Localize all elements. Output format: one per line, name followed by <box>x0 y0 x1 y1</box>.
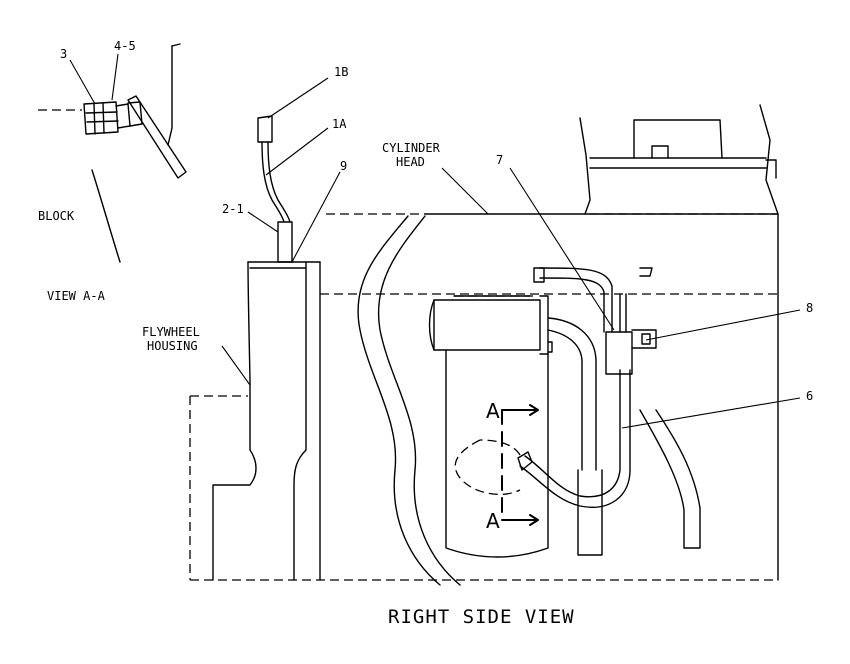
section-arrow-top <box>501 404 539 416</box>
filter-head-bolt <box>547 341 553 353</box>
leader-flywheel-housing <box>221 345 251 386</box>
speed-sensor-body <box>277 221 293 263</box>
pressure-switch-block <box>605 331 633 375</box>
switch-stem <box>619 293 627 333</box>
fitting-sleeve <box>127 101 143 127</box>
fitting-body <box>83 101 119 135</box>
filter-head-flange <box>539 295 549 355</box>
wire-loop-inner <box>539 277 605 333</box>
cylinder-head-label-1: CYLINDER <box>382 141 441 155</box>
block-edge-right <box>167 45 173 146</box>
block-edge-lower <box>91 169 121 263</box>
flywheel-housing-wall <box>293 261 307 581</box>
oil-line-6-inner <box>519 369 631 508</box>
section-arrow-bottom <box>501 514 539 526</box>
part-label-7: 7 <box>496 153 503 167</box>
fitting-threads <box>85 102 119 135</box>
block-edge-top <box>171 43 181 47</box>
harness-wire-outer <box>261 141 285 223</box>
valve-cover-tab <box>651 145 669 159</box>
section-marker-bottom: A <box>486 509 500 533</box>
cylinder-head-label-2: HEAD <box>396 155 425 169</box>
part-label-1b: 1B <box>334 65 348 79</box>
sensor-connector-8 <box>631 329 657 349</box>
oil-line-6-outer <box>524 369 621 498</box>
leader-6 <box>621 397 801 429</box>
wire-clip <box>533 267 545 283</box>
view-aa-group: 3 4-5 BLOCK VIEW A-A <box>38 39 187 303</box>
filter-hidden-outline <box>454 439 521 495</box>
wire-loop-outer <box>539 267 613 333</box>
leader-1b <box>267 77 329 119</box>
view-aa-caption: VIEW A-A <box>47 289 106 303</box>
part-label-8: 8 <box>806 301 813 315</box>
leader-2-1 <box>247 211 279 233</box>
leader-9 <box>291 171 341 263</box>
filter-head-left-cap <box>428 299 435 351</box>
section-marker-top: A <box>486 399 500 423</box>
support-bracket <box>639 409 701 549</box>
valve-cover-break-left <box>579 117 591 215</box>
right-side-view-group: 1B 1A 9 2-1 CYLINDER HEAD FLYWHEEL HOUSI… <box>142 65 813 628</box>
part-label-1a: 1A <box>332 117 347 131</box>
part-label-9: 9 <box>340 159 347 173</box>
leader-3 <box>69 59 96 105</box>
harness-connector <box>257 115 273 143</box>
view-title: RIGHT SIDE VIEW <box>388 606 575 628</box>
flywheel-housing-left <box>212 261 257 581</box>
oil-line-elbow <box>517 451 533 471</box>
connector-latch <box>641 333 651 345</box>
filter-head <box>433 299 541 351</box>
leader-8 <box>645 309 801 341</box>
block-label: BLOCK <box>38 209 75 223</box>
part-label-6: 6 <box>806 389 813 403</box>
fitting-nut <box>115 103 131 129</box>
part-label-4-5: 4-5 <box>114 39 136 53</box>
leader-1a <box>265 127 329 176</box>
valve-cover-corner <box>765 159 777 179</box>
break-line-outer <box>357 215 441 586</box>
oil-filter-canister <box>445 349 549 558</box>
leader-cylinder-head <box>441 167 489 215</box>
valve-cover-cap <box>633 119 723 159</box>
flywheel-housing-dashed <box>189 395 248 580</box>
flywheel-housing-label-2: HOUSING <box>147 339 198 353</box>
leader-4-5 <box>111 53 119 101</box>
block-tube <box>127 95 187 179</box>
flywheel-housing-label-1: FLYWHEEL <box>142 325 200 339</box>
break-line-inner <box>377 215 461 586</box>
harness-wire-inner <box>267 141 291 223</box>
bracket-tab <box>639 267 653 277</box>
mount-post <box>577 469 603 556</box>
leader-7 <box>509 167 615 331</box>
part-label-3: 3 <box>60 47 67 61</box>
oil-tube-upper-inner <box>547 329 583 471</box>
oil-tube-upper-outer <box>547 317 597 471</box>
valve-cover-rails <box>589 157 767 169</box>
part-label-2-1: 2-1 <box>222 202 244 216</box>
